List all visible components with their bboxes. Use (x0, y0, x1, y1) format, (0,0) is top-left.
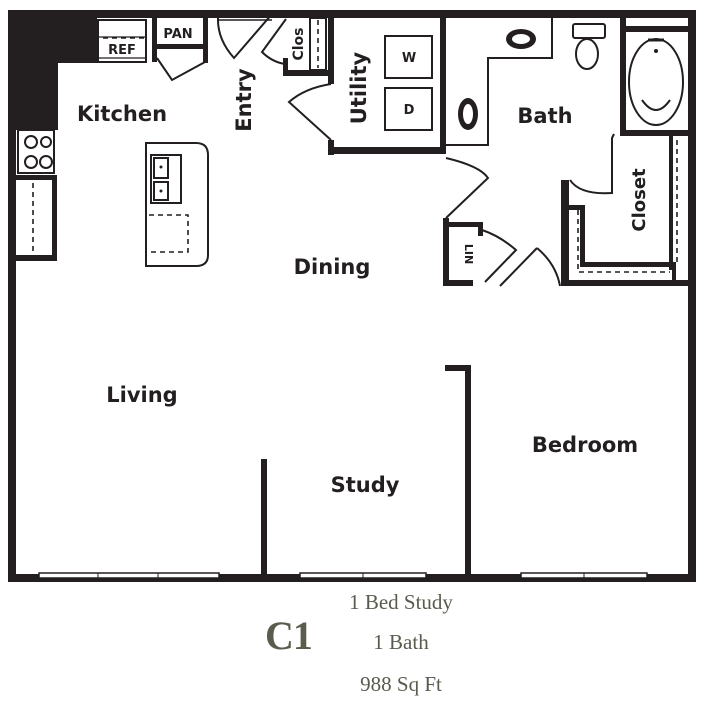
lin-label: LIN (462, 244, 475, 264)
floor-plan: REF PAN Clos W D (8, 10, 696, 582)
room-labels: Kitchen Entry Utility Bath Dining Living… (77, 51, 638, 497)
unit-baths: 1 Bath (373, 630, 429, 654)
dryer-label: D (404, 103, 415, 118)
kitchen-island (145, 142, 209, 267)
dining-label: Dining (294, 255, 371, 279)
study-label: Study (331, 473, 400, 497)
bedroom-label: Bedroom (532, 433, 638, 457)
unit-code: C1 (265, 613, 313, 658)
entry-door (217, 13, 275, 60)
kitchen-counter (16, 18, 147, 261)
refrigerator: REF (97, 19, 147, 63)
utility-room: W D (287, 18, 446, 155)
kitchen-label: Kitchen (77, 102, 167, 126)
small-closet: Clos (260, 17, 331, 76)
entry-label: Entry (232, 68, 256, 132)
bath-label: Bath (517, 104, 572, 128)
stove (17, 129, 55, 174)
interior-walls (261, 18, 471, 575)
windows (38, 572, 648, 579)
unit-area: 988 Sq Ft (360, 672, 442, 696)
bath-room (446, 18, 688, 146)
unit-beds: 1 Bed Study (349, 590, 453, 614)
utility-label: Utility (347, 51, 371, 124)
linen-closet: LIN (443, 218, 561, 287)
living-label: Living (106, 383, 177, 407)
closet-room: Closet (561, 133, 696, 286)
closet-label: Closet (629, 168, 650, 232)
pantry: PAN (152, 18, 208, 82)
ref-label: REF (108, 43, 136, 58)
bath-door (445, 157, 490, 219)
washer-label: W (402, 51, 416, 66)
pan-label: PAN (163, 27, 192, 42)
clos-label: Clos (291, 27, 307, 60)
